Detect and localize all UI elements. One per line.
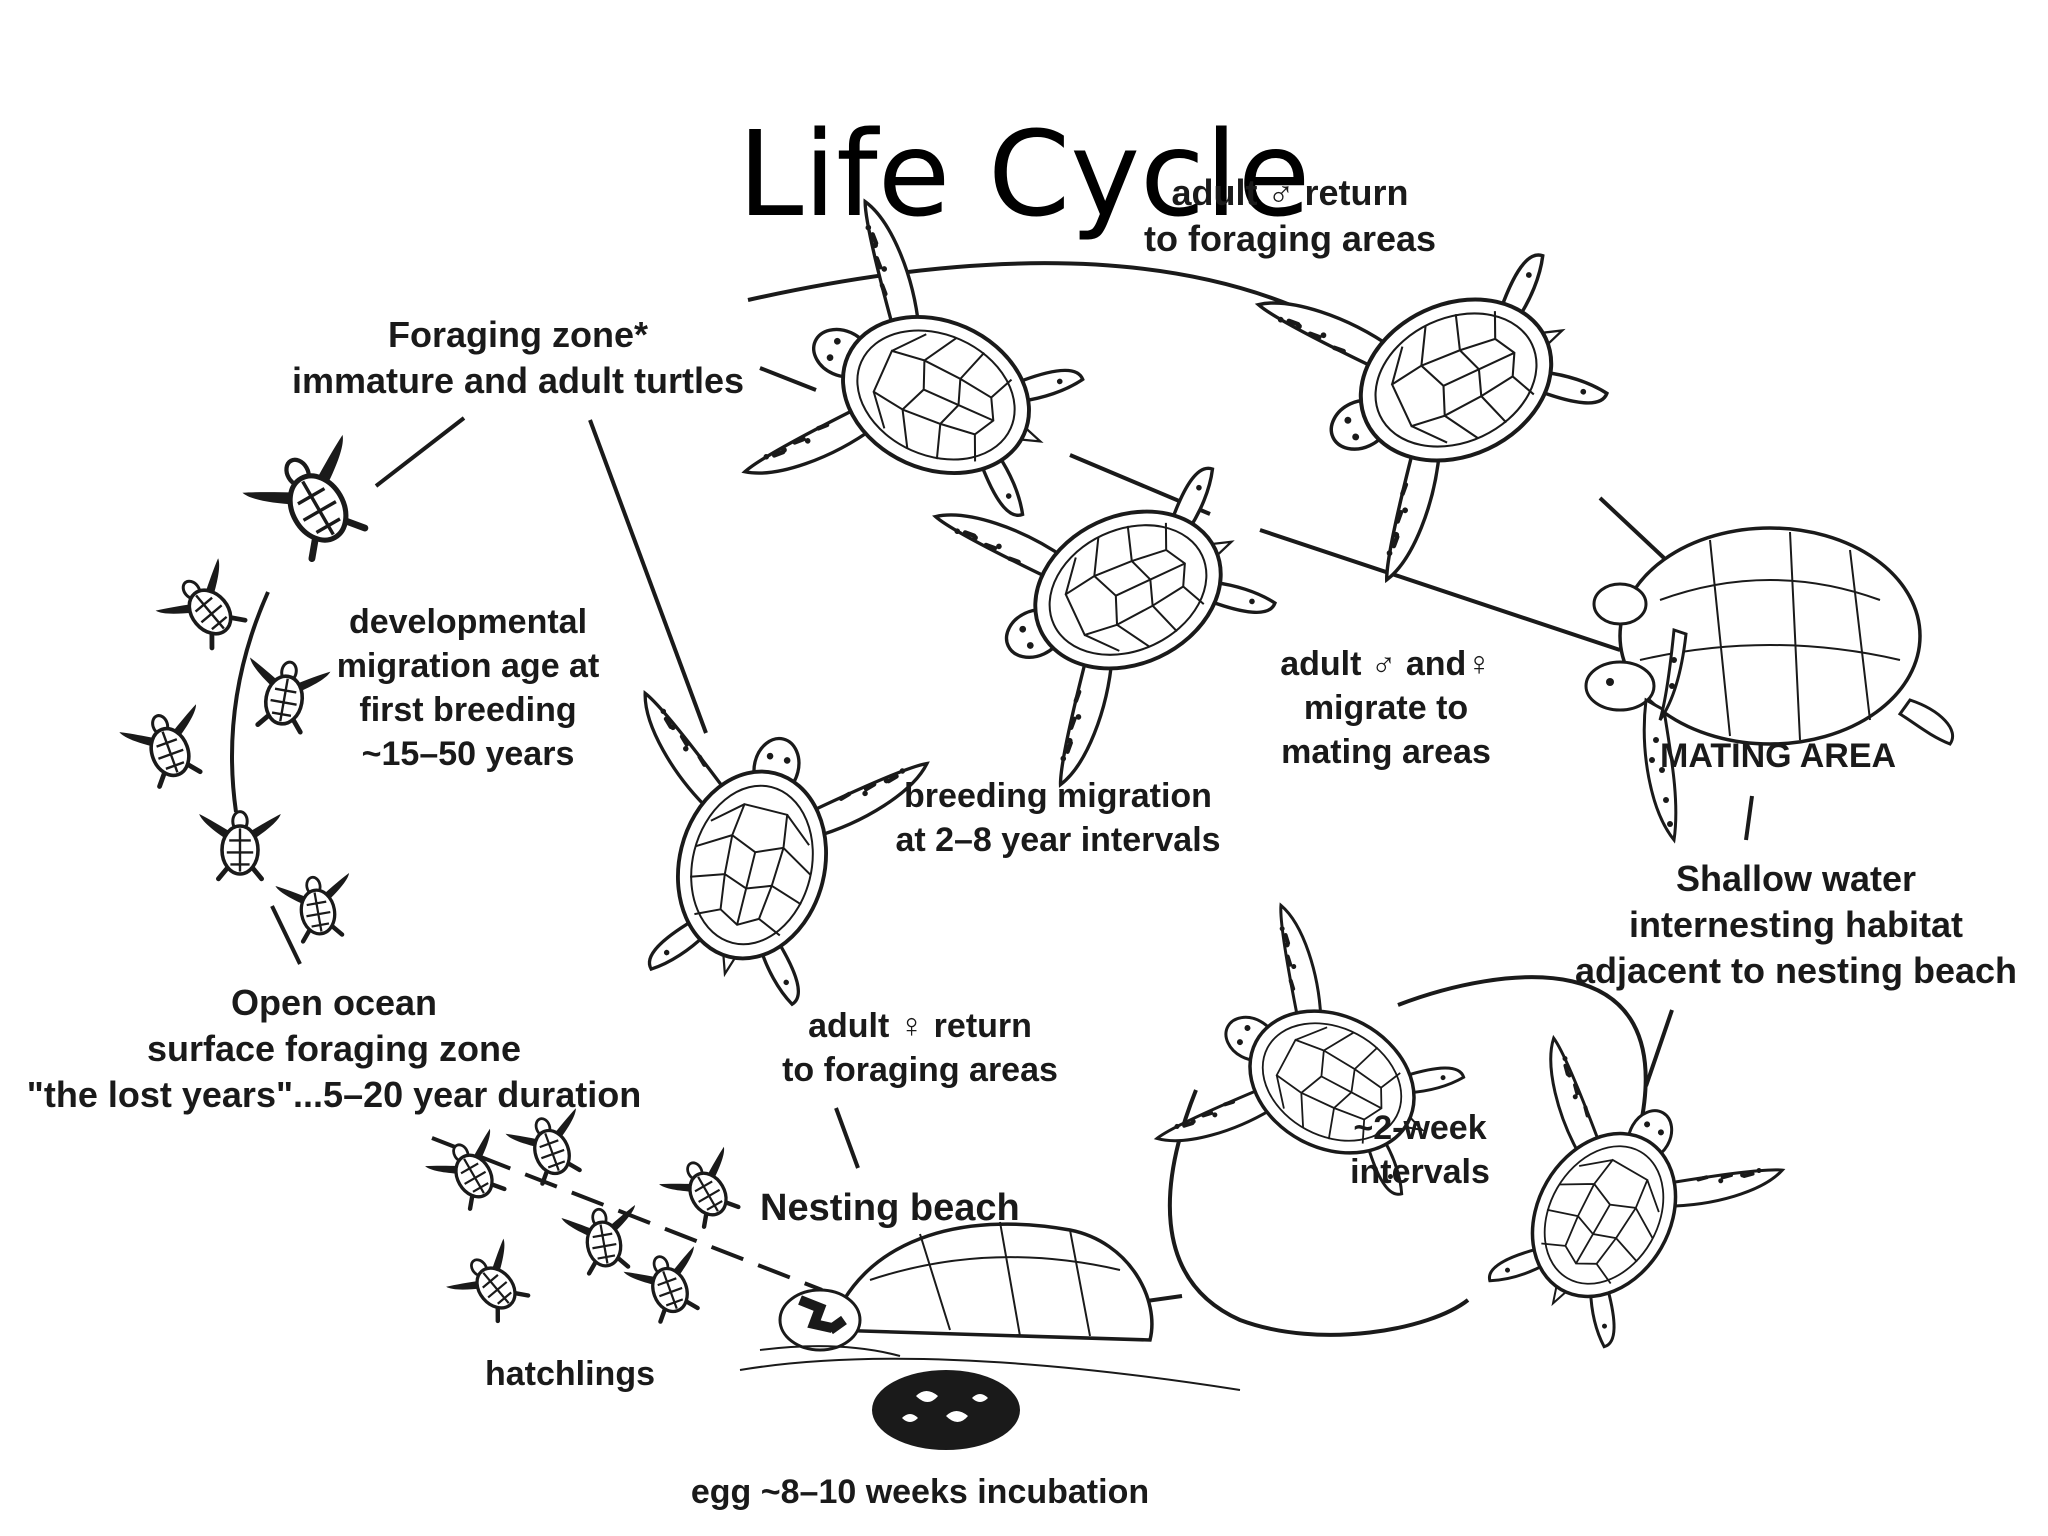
adult-male-return-label: adult ♂ return to foraging areas — [1100, 170, 1480, 262]
hatchlings-group — [119, 432, 754, 1332]
large-turtle-icon — [745, 202, 1113, 582]
developmental-line-3: first breeding — [359, 691, 577, 729]
egg-incubation-label: egg ~8–10 weeks incubation — [640, 1470, 1200, 1514]
open-ocean-label: Open ocean surface foraging zone "the lo… — [14, 980, 654, 1118]
breeding-migration-label: breeding migration at 2–8 year intervals — [858, 774, 1258, 862]
hatchling-icon — [658, 1145, 754, 1236]
foraging-zone-subtitle: immature and adult turtles — [291, 360, 745, 401]
nesting-beach-text: Nesting beach — [760, 1187, 1020, 1229]
large-turtle-icon — [1157, 905, 1495, 1252]
adult-female-return-line-2: to foraging areas — [782, 1051, 1058, 1089]
shallow-line-3: adjacent to nesting beach — [1574, 950, 2018, 991]
adult-male-female-migrate-label: adult ♂ and♀ migrate to mating areas — [1236, 642, 1536, 774]
developmental-migration-label: developmental migration age at first bre… — [298, 600, 638, 776]
adult-mf-line-1: adult ♂ and♀ — [1280, 645, 1492, 683]
two-week-line-1: ~2-week — [1353, 1109, 1487, 1147]
breeding-line-1: breeding migration — [904, 777, 1212, 815]
mating-turtles-icon — [1584, 526, 1954, 844]
adult-mf-line-2: migrate to — [1303, 689, 1469, 727]
hatchling-icon — [241, 432, 389, 572]
shallow-water-label: Shallow water internesting habitat adjac… — [1556, 856, 2036, 994]
hatchling-icon — [154, 556, 260, 660]
nesting-beach-label: Nesting beach — [760, 1184, 1080, 1232]
breeding-line-2: at 2–8 year intervals — [895, 821, 1221, 859]
developmental-line-1: developmental — [348, 603, 588, 641]
open-ocean-line-1: Open ocean — [230, 982, 438, 1023]
two-week-intervals-label: ~2-week intervals — [1320, 1106, 1520, 1194]
open-ocean-line-2: surface foraging zone — [146, 1028, 522, 1069]
hatchling-icon — [199, 812, 281, 879]
hatchling-icon — [445, 1237, 542, 1332]
adult-female-return-line-1: adult ♀ return — [808, 1007, 1032, 1045]
open-ocean-line-3: "the lost years"...5–20 year duration — [26, 1074, 642, 1115]
connector-lines — [230, 261, 1754, 1337]
hatchlings-label: hatchlings — [440, 1352, 700, 1396]
adult-male-return-line-1: adult ♂ return — [1171, 172, 1409, 213]
developmental-line-2: migration age at — [336, 647, 600, 685]
adult-mf-line-3: mating areas — [1281, 733, 1491, 771]
hatchling-icon — [275, 871, 359, 945]
slide-title: Life Cycle — [737, 105, 1311, 244]
hatchling-icon — [561, 1203, 645, 1277]
large-turtle-icon — [1430, 1036, 1785, 1382]
hatchling-icon — [119, 702, 219, 793]
hatchlings-text: hatchlings — [484, 1355, 656, 1393]
foraging-zone-label: Foraging zone* immature and adult turtle… — [258, 312, 778, 404]
egg-clutch-icon — [872, 1370, 1020, 1450]
shallow-line-1: Shallow water — [1675, 858, 1917, 899]
two-week-line-2: intervals — [1350, 1153, 1490, 1191]
adult-male-return-line-2: to foraging areas — [1143, 218, 1437, 259]
hatchling-icon — [505, 1106, 596, 1189]
adult-female-return-label: adult ♀ return to foraging areas — [740, 1004, 1100, 1092]
mating-area-text: MATING AREA — [1660, 737, 1897, 775]
foraging-zone-title: Foraging zone* — [388, 314, 648, 355]
hatchling-icon — [623, 1244, 714, 1327]
nesting-turtle-icon — [739, 1221, 1241, 1391]
developmental-line-4: ~15–50 years — [361, 735, 575, 773]
mating-area-label: MATING AREA — [1660, 734, 1960, 778]
shallow-line-2: internesting habitat — [1628, 904, 1964, 945]
egg-text: egg ~8–10 weeks incubation — [690, 1473, 1150, 1511]
